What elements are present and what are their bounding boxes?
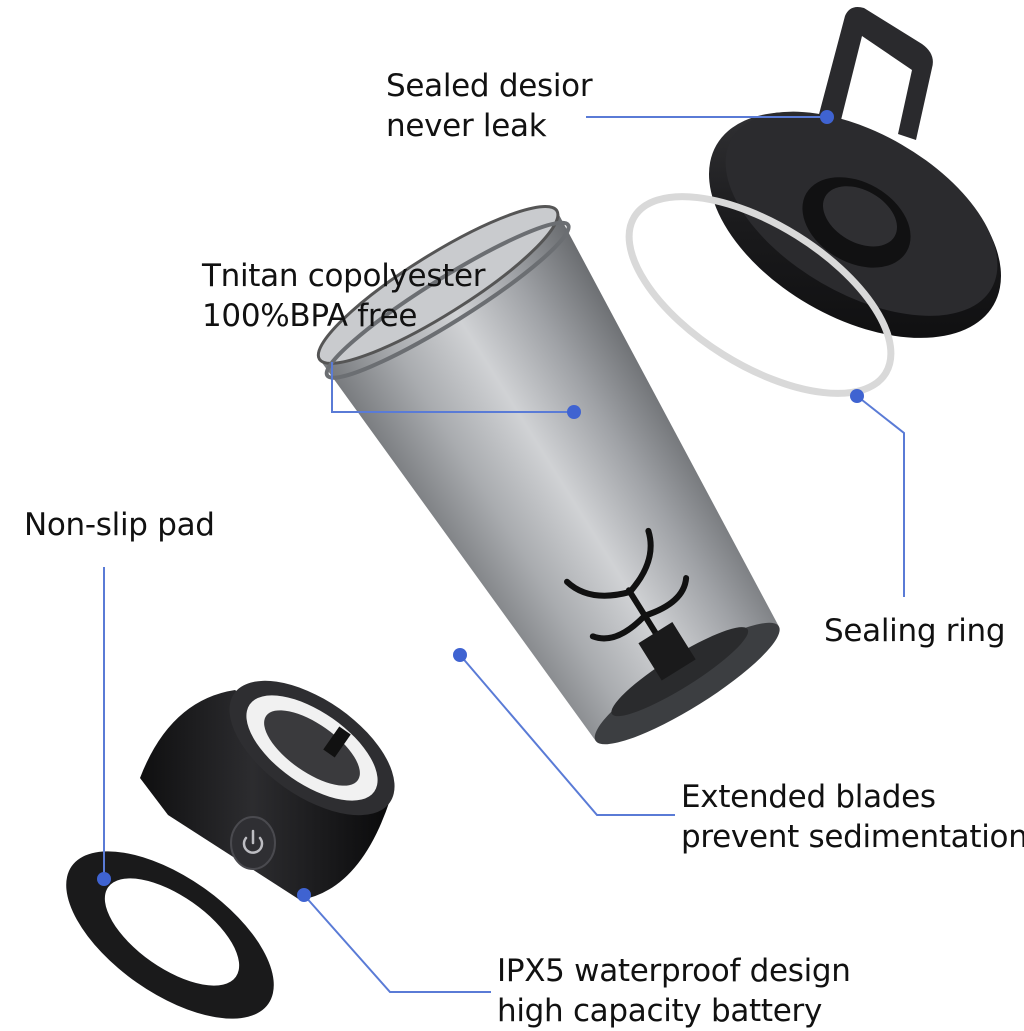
callout-ipx5-battery: IPX5 waterproof design high capacity bat…: [497, 951, 851, 1031]
dot-ipx: [297, 888, 311, 902]
dot-sealed: [820, 110, 834, 124]
dot-ring: [850, 389, 864, 403]
leader-line-ring: [856, 395, 905, 597]
motor-base: [140, 680, 395, 900]
callout-blades-line1: Extended blades: [681, 779, 936, 815]
callout-ipx-line2: high capacity battery: [497, 993, 823, 1029]
callout-tritan-line2: 100%BPA free: [202, 298, 418, 334]
callout-extended-blades: Extended blades prevent sedimentation: [681, 777, 1024, 857]
dot-blades: [453, 648, 467, 662]
callout-sealed-design: Sealed desior never leak: [386, 66, 593, 146]
leader-dots: [97, 110, 864, 902]
blade-assembly: [563, 527, 690, 670]
leader-line-blades: [459, 654, 675, 816]
callout-non-slip-pad: Non-slip pad: [24, 505, 215, 545]
leader-line-ipx: [303, 894, 491, 993]
callout-sealed-line2: never leak: [386, 108, 547, 144]
non-slip-pad: [66, 851, 274, 1019]
callout-ring-line1: Sealing ring: [824, 613, 1006, 649]
callout-tritan: Tnitan copolyester 100%BPA free: [202, 256, 486, 336]
callout-sealed-line1: Sealed desior: [386, 68, 593, 104]
leader-line-tritan: [331, 362, 574, 413]
lid: [709, 7, 1001, 338]
sealing-ring: [625, 193, 895, 397]
dot-nonslip: [97, 872, 111, 886]
callout-nonslip-line1: Non-slip pad: [24, 507, 215, 543]
callout-tritan-line1: Tnitan copolyester: [202, 258, 486, 294]
callout-sealing-ring: Sealing ring: [824, 611, 1006, 651]
leader-lines: [103, 116, 905, 993]
dot-tritan: [567, 405, 581, 419]
lid-handle: [818, 7, 933, 140]
power-icon: [242, 829, 264, 854]
callout-ipx-line1: IPX5 waterproof design: [497, 953, 851, 989]
power-button[interactable]: [230, 816, 276, 870]
tritan-cup: [316, 205, 780, 745]
callout-blades-line2: prevent sedimentation: [681, 819, 1024, 855]
